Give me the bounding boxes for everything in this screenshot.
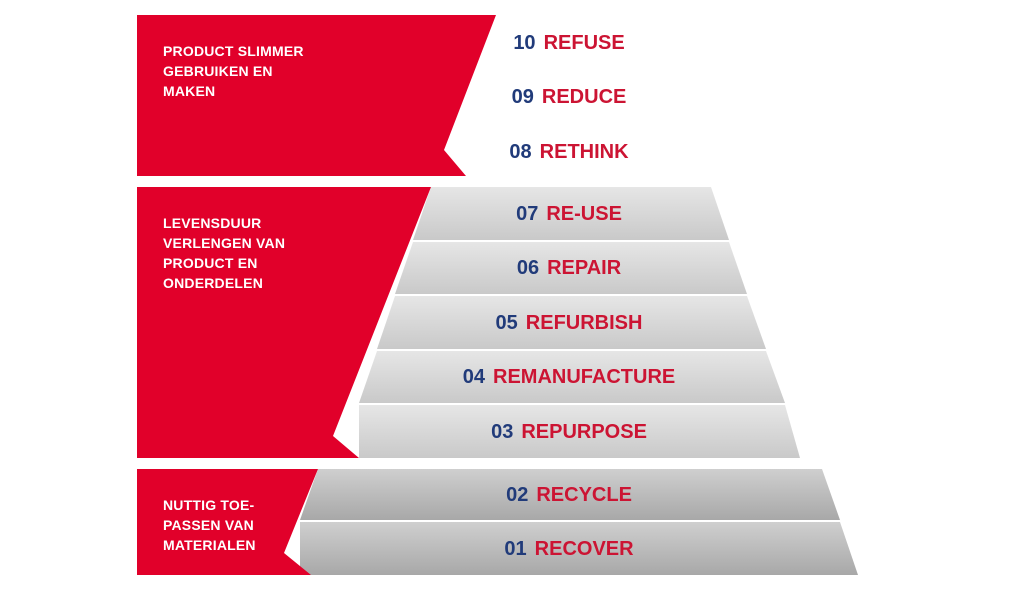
group-panel-2: [137, 187, 431, 458]
level-number: 01: [504, 538, 527, 560]
step-05: [377, 296, 766, 349]
level-number: 03: [491, 421, 514, 443]
level-name: REFURBISH: [525, 312, 643, 334]
group-panel-3: [137, 469, 318, 575]
level-name: RECOVER: [534, 538, 634, 560]
group-label-1: PRODUCT SLIMMER GEBRUIKEN EN MAKEN: [163, 41, 323, 101]
level-01: 01 RECOVER: [504, 534, 633, 564]
step-01: [300, 522, 858, 575]
group-label-line: VERLENGEN VAN: [163, 235, 286, 251]
level-number: 10: [513, 32, 536, 54]
group-label-line: PASSEN VAN: [163, 517, 254, 533]
level-number: 02: [506, 484, 529, 506]
level-name: RE-USE: [546, 203, 622, 225]
level-number: 07: [516, 203, 539, 225]
level-name: REPURPOSE: [521, 421, 647, 443]
group-label-line: GEBRUIKEN EN: [163, 63, 273, 79]
group-label-line: NUTTIG TOE-: [163, 497, 255, 513]
group-label-line: MAKEN: [163, 83, 216, 99]
level-name: RETHINK: [539, 141, 629, 163]
level-number: 04: [462, 366, 486, 388]
level-number: 06: [516, 257, 540, 279]
step-03: [359, 405, 800, 458]
level-06: 06 REPAIR: [517, 253, 621, 283]
step-04: [359, 351, 785, 403]
group-label-line: ONDERDELEN: [163, 275, 264, 291]
level-name: REFUSE: [543, 32, 625, 54]
group-panel-1: [137, 15, 496, 176]
level-name: REMANUFACTURE: [493, 366, 676, 388]
step-06: [395, 242, 747, 294]
level-number: 09: [511, 86, 534, 108]
group-label-2: LEVENSDUUR VERLENGEN VAN PRODUCT EN ONDE…: [163, 213, 323, 293]
level-name: REPAIR: [547, 257, 622, 279]
group-label-line: MATERIALEN: [163, 537, 256, 553]
level-08: 08 RETHINK: [509, 137, 628, 167]
level-04: 04 REMANUFACTURE: [463, 362, 675, 392]
level-05: 05 REFURBISH: [496, 308, 643, 338]
level-02: 02 RECYCLE: [506, 480, 632, 510]
level-10: 10 REFUSE: [513, 28, 624, 58]
group-label-line: LEVENSDUUR: [163, 215, 262, 231]
level-number: 08: [509, 141, 532, 163]
group-label-line: PRODUCT SLIMMER: [163, 43, 304, 59]
level-07: 07 RE-USE: [516, 199, 622, 229]
level-name: REDUCE: [541, 86, 627, 108]
step-07: [413, 187, 729, 240]
group-label-3: NUTTIG TOE- PASSEN VAN MATERIALEN: [163, 495, 323, 555]
group-label-line: PRODUCT EN: [163, 255, 258, 271]
step-02: [300, 469, 840, 520]
level-number: 05: [495, 312, 518, 334]
level-name: RECYCLE: [536, 484, 632, 506]
level-09: 09 REDUCE: [512, 82, 627, 112]
level-03: 03 REPURPOSE: [491, 417, 647, 447]
